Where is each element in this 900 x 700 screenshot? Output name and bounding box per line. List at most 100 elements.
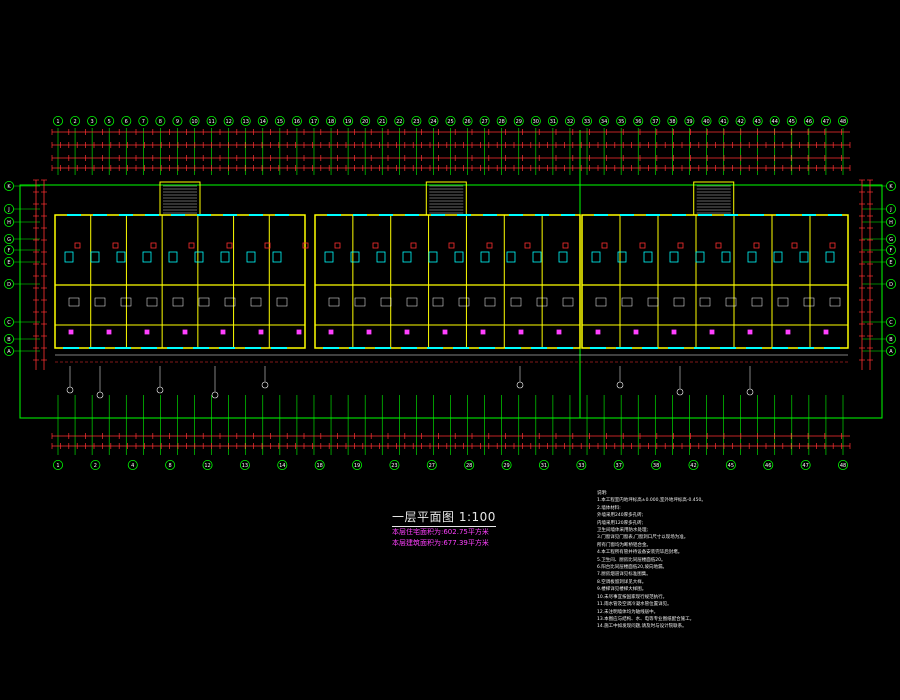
note-line: 7.厨房烟道详见标准图集。 bbox=[597, 572, 651, 578]
axis-bubble-label: G bbox=[889, 237, 893, 243]
axis-bubble-circle bbox=[886, 180, 897, 191]
room-fixture bbox=[432, 297, 444, 307]
axis-bubble-label: 42 bbox=[690, 463, 696, 469]
axis-bubble-label: 8 bbox=[169, 463, 172, 469]
axis-bubble-label: A bbox=[889, 349, 893, 355]
bathroom-fixture bbox=[220, 251, 230, 263]
bathroom-fixture bbox=[799, 251, 809, 263]
axis-bubble-label: J bbox=[889, 207, 891, 213]
axis-bubble-circle bbox=[4, 203, 14, 214]
axis-bubble: D bbox=[886, 278, 897, 289]
axis-bubble-circle bbox=[4, 278, 14, 289]
axis-bubble-label: 26 bbox=[464, 119, 470, 125]
axis-bubble-label: 33 bbox=[584, 119, 590, 125]
bathroom-fixture bbox=[90, 251, 100, 263]
bathroom-fixture bbox=[272, 251, 282, 263]
kitchen-marker bbox=[150, 242, 157, 249]
drawing-title: 一层平面图 1:100 bbox=[392, 508, 496, 527]
axis-bubble-circle bbox=[4, 333, 14, 344]
axis-bubble-label: 45 bbox=[789, 119, 795, 125]
bathroom-fixture bbox=[64, 251, 74, 263]
axis-bubble: 19 bbox=[343, 116, 354, 127]
axis-bubble: 8 bbox=[155, 116, 166, 127]
room-fixture bbox=[699, 297, 711, 307]
axis-bubble-label: F bbox=[890, 248, 893, 254]
column-marker bbox=[518, 329, 524, 335]
axis-bubble-label: 31 bbox=[541, 463, 547, 469]
axis-bubble-circle bbox=[206, 116, 217, 127]
axis-bubble-circle bbox=[886, 216, 897, 227]
axis-bubble-label: 37 bbox=[616, 463, 622, 469]
axis-bubble: 44 bbox=[769, 116, 780, 127]
leader-bubble bbox=[676, 388, 684, 396]
axis-bubble-label: 1 bbox=[56, 463, 59, 469]
axis-bubble-label: 34 bbox=[601, 119, 607, 125]
axis-bubble-label: G bbox=[7, 237, 11, 243]
axis-bubble: 36 bbox=[633, 116, 644, 127]
axis-bubble-label: 15 bbox=[277, 119, 283, 125]
axis-bubble-circle bbox=[4, 345, 14, 356]
column-marker bbox=[671, 329, 677, 335]
stair-core bbox=[693, 181, 735, 216]
axis-bubble-label: 13 bbox=[243, 119, 249, 125]
axis-bubble-circle bbox=[4, 244, 14, 255]
kitchen-marker bbox=[562, 242, 569, 249]
drawing-scale: 1:100 bbox=[458, 510, 496, 524]
axis-bubble-circle bbox=[360, 116, 371, 127]
axis-bubble-circle bbox=[239, 459, 250, 470]
axis-bubble-label: 42 bbox=[737, 119, 743, 125]
bathroom-fixture bbox=[350, 251, 360, 263]
axis-bubble-label: 12 bbox=[204, 463, 210, 469]
axis-bubble: 3 bbox=[87, 116, 98, 127]
axis-bubble: 2 bbox=[90, 459, 101, 470]
axis-bubble-circle bbox=[786, 116, 797, 127]
axis-bubble-circle bbox=[688, 459, 699, 470]
leader-bubble bbox=[96, 391, 104, 399]
axis-bubble-circle bbox=[202, 459, 213, 470]
column-marker bbox=[296, 329, 302, 335]
room-fixture bbox=[68, 297, 80, 307]
column-marker bbox=[68, 329, 74, 335]
column-marker bbox=[442, 329, 448, 335]
axis-bubble-label: 29 bbox=[503, 463, 509, 469]
room-fixture bbox=[354, 297, 366, 307]
axis-bubble: J bbox=[4, 203, 14, 214]
grid-lines bbox=[14, 128, 888, 455]
axis-bubble-circle bbox=[684, 116, 695, 127]
leader-bubble bbox=[156, 386, 164, 394]
axis-bubble: K bbox=[4, 180, 14, 191]
axis-bubble: 14 bbox=[277, 459, 288, 470]
axis-bubble-circle bbox=[377, 116, 388, 127]
axis-bubble-circle bbox=[599, 116, 610, 127]
axis-bubble-circle bbox=[223, 116, 234, 127]
axis-bubble: 15 bbox=[274, 116, 285, 127]
axis-bubble-circle bbox=[803, 116, 814, 127]
notes-heading: 说明: bbox=[597, 491, 608, 496]
axis-bubble: 42 bbox=[735, 116, 746, 127]
axis-bubble-label: 18 bbox=[328, 119, 334, 125]
kitchen-marker bbox=[226, 242, 233, 249]
axis-bubble-label: 14 bbox=[279, 463, 285, 469]
axis-bubble-label: D bbox=[7, 282, 11, 288]
axis-bubble: 38 bbox=[667, 116, 678, 127]
kitchen-marker bbox=[791, 242, 798, 249]
column-marker bbox=[747, 329, 753, 335]
kitchen-marker bbox=[486, 242, 493, 249]
bathroom-fixture bbox=[402, 251, 412, 263]
axis-bubble-circle bbox=[155, 116, 166, 127]
axis-bubble-label: D bbox=[889, 282, 893, 288]
axis-bubble-label: 19 bbox=[354, 463, 360, 469]
axis-bubble-circle bbox=[165, 459, 176, 470]
axis-bubble-circle bbox=[462, 116, 473, 127]
axis-bubble-circle bbox=[4, 180, 14, 191]
axis-bubble-circle bbox=[426, 459, 437, 470]
axis-bubble: 1 bbox=[53, 116, 64, 127]
axis-bubble-label: 46 bbox=[806, 119, 812, 125]
axis-bubble: 5 bbox=[104, 116, 115, 127]
axis-bubble-label: 11 bbox=[208, 119, 214, 125]
axis-bubble-label: 20 bbox=[362, 119, 368, 125]
axis-bubble: 4 bbox=[127, 459, 138, 470]
axis-bubble-label: 4 bbox=[131, 463, 134, 469]
leader-bubble bbox=[261, 381, 269, 389]
axis-bubble-label: 28 bbox=[466, 463, 472, 469]
